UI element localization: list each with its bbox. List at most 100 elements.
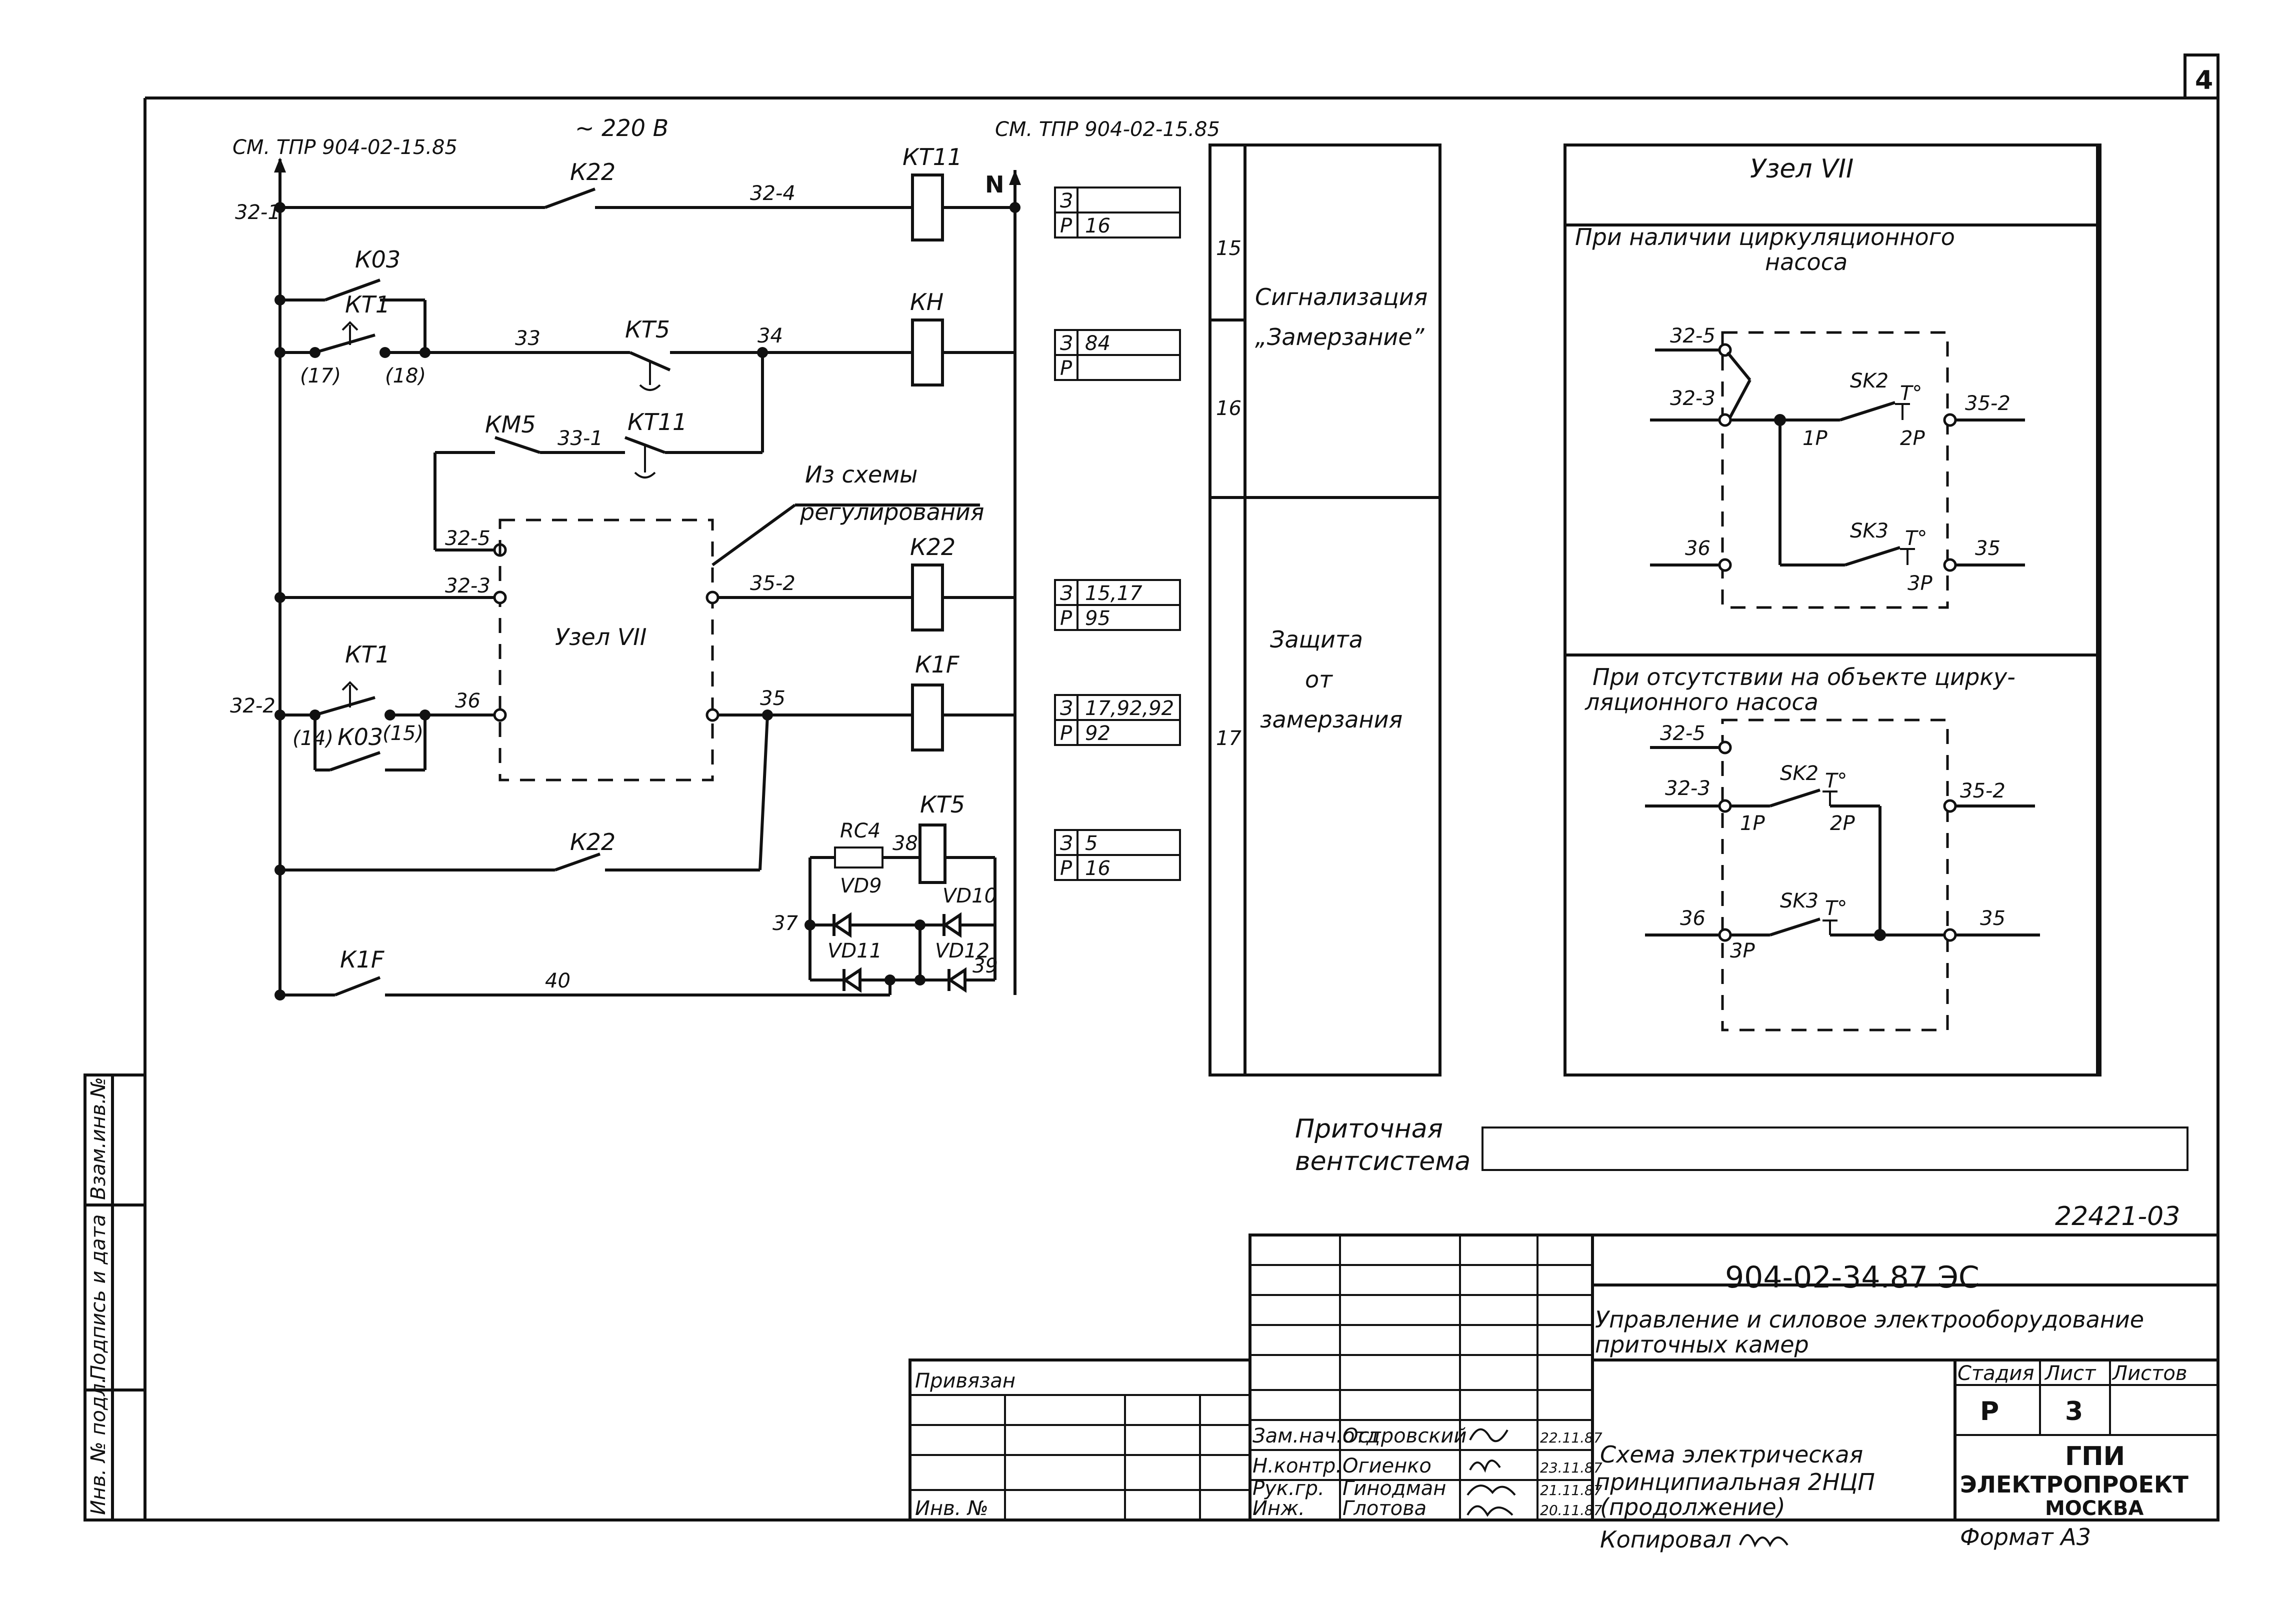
wire-35-2: 35-2 [750, 572, 796, 595]
diode-vd11-top [832, 912, 852, 938]
sheet-value: 3 [2065, 1396, 2083, 1426]
contact-sk3 [1844, 546, 1900, 566]
svg-text:Инж.: Инж. [1252, 1497, 1305, 1520]
ref-box-5: З 5 Р 16 [1054, 829, 1181, 881]
sheet-number: 4 [2195, 66, 2213, 96]
protect-line-3: замерзания [1260, 706, 1402, 733]
case1-line1: При наличии циркуляционного [1575, 224, 1955, 250]
node-32-5: 32-5 [445, 527, 490, 550]
label-kt1-bot: КТ1 [345, 641, 390, 668]
svg-text:Островский: Островский [1342, 1424, 1466, 1448]
wire-33: 33 [515, 327, 540, 350]
node-32-3: 32-3 [445, 574, 490, 598]
stage-header: Стадия [1958, 1362, 2034, 1385]
label-coil-kt11: КТ11 [902, 144, 962, 170]
signature-glotova [1466, 1505, 1514, 1517]
side-vzam: Взам.инв.№ [87, 1077, 110, 1200]
label-vd12: VD12 [935, 940, 990, 962]
label-k03-top: К03 [355, 246, 400, 273]
label-kt1-top: КТ1 [345, 291, 390, 318]
svg-text:2Р: 2Р [1900, 427, 1925, 450]
svg-text:22.11.87: 22.11.87 [1540, 1430, 1602, 1446]
point-17: (17) [300, 364, 341, 388]
title-block: 22421-03 904-02-34.87 ЭС Управление и си… [908, 1202, 2220, 1553]
contact-k22-bot [554, 852, 601, 872]
svg-text:23.11.87: 23.11.87 [1540, 1460, 1602, 1476]
node-32-2: 32-2 [230, 694, 276, 718]
signature-ogienko [1469, 1460, 1501, 1473]
node-32-1: 32-1 [235, 201, 280, 224]
svg-text:15,17: 15,17 [1085, 582, 1142, 605]
copied-signature [1739, 1534, 1788, 1548]
ref-right-text: СМ. ТПР 904-02-15.85 [995, 118, 1220, 141]
wire-32-4: 32-4 [750, 182, 796, 205]
svg-text:Глотова: Глотова [1342, 1497, 1426, 1520]
svg-text:5: 5 [1085, 832, 1098, 855]
svg-text:16: 16 [1085, 857, 1110, 880]
contact-km5 [494, 436, 540, 454]
org-1: ГПИ [2065, 1442, 2125, 1472]
contact-reference-boxes: З Р 16 З 84 Р З 15,17 Р 95 З [1054, 186, 1181, 881]
svg-text:T°: T° [1900, 382, 1922, 405]
contact-k22-top [544, 188, 596, 209]
from-scheme-2: регулирования [800, 498, 984, 526]
svg-text:З: З [1060, 190, 1073, 212]
svg-text:Р: Р [1060, 857, 1072, 880]
contact-kt1-bot [314, 696, 376, 716]
label-k22-bot: К22 [570, 828, 616, 856]
wire-36: 36 [455, 690, 480, 712]
case1-line2: насоса [1765, 248, 1848, 276]
svg-text:36: 36 [1680, 907, 1706, 930]
coil-kh [911, 318, 944, 386]
svg-text:3Р: 3Р [1908, 572, 1932, 595]
diode-vd10 [942, 912, 962, 938]
svg-text:T°: T° [1905, 527, 1927, 550]
label-coil-kh: КН [910, 288, 944, 316]
label-k03-bot: К03 [338, 724, 383, 750]
svg-text:32-5: 32-5 [1660, 722, 1706, 745]
side-inv-podl: Инв. № подл. [87, 1377, 110, 1515]
svg-text:Огиенко: Огиенко [1342, 1454, 1432, 1478]
label-kt11-contact: КТ11 [628, 408, 687, 436]
svg-text:2Р: 2Р [1830, 812, 1855, 835]
row-17: 17 [1216, 727, 1242, 750]
vent-system: Приточная вентсистема [1295, 1114, 2188, 1176]
node-39: 39 [972, 954, 998, 978]
svg-text:З: З [1060, 832, 1073, 855]
label-k1f-bot: К1F [340, 946, 384, 973]
svg-text:З: З [1060, 582, 1073, 605]
node-37: 37 [772, 912, 798, 935]
ref-number: 22421-03 [2055, 1202, 2180, 1232]
label-vd9: VD9 [840, 874, 882, 898]
label-vd10: VD10 [942, 884, 997, 908]
label-coil-k1f: К1F [915, 651, 960, 678]
coil-kt5 [918, 824, 946, 884]
uzel-panel-title: Узел VII [1750, 154, 1854, 184]
signal-line-2: „Замерзание” [1255, 324, 1425, 350]
svg-text:З: З [1060, 332, 1073, 355]
uzel-vii-panel: Узел VII При наличии циркуляционного нас… [1564, 144, 2102, 1076]
wire-33-1: 33-1 [558, 427, 603, 450]
svg-text:T°: T° [1825, 897, 1847, 920]
function-table: 15 16 17 Сигнализация „Замерзание” Защит… [1208, 144, 1442, 1076]
point-15: (15) [382, 722, 424, 745]
svg-text:SK3: SK3 [1850, 520, 1888, 542]
vent-field [1482, 1126, 2188, 1171]
svg-text:20.11.87: 20.11.87 [1540, 1502, 1602, 1518]
svg-text:3Р: 3Р [1730, 940, 1755, 962]
contact-sk2 [1840, 401, 1896, 422]
svg-text:Рук.гр.: Рук.гр. [1252, 1477, 1324, 1500]
coil-k1f [911, 684, 944, 752]
node-38: 38 [892, 832, 918, 855]
wire-40: 40 [545, 970, 570, 992]
label-rc4: RC4 [840, 820, 880, 842]
privyazan-label: Привязан [915, 1370, 1016, 1392]
svg-text:1Р: 1Р [1740, 812, 1765, 835]
drawing-2: принципиальная 2НЦП [1595, 1468, 1875, 1496]
case2-line1: При отсутствии на объекте цирку- [1592, 664, 2016, 690]
rail-arrow [274, 158, 286, 172]
ref-box-2: З 84 Р [1054, 329, 1181, 381]
svg-text:SK2: SK2 [1780, 762, 1818, 785]
drawing-frame: 4 Инв. № подл. Подпись и дата Взам.инв.№ [84, 54, 2220, 1522]
